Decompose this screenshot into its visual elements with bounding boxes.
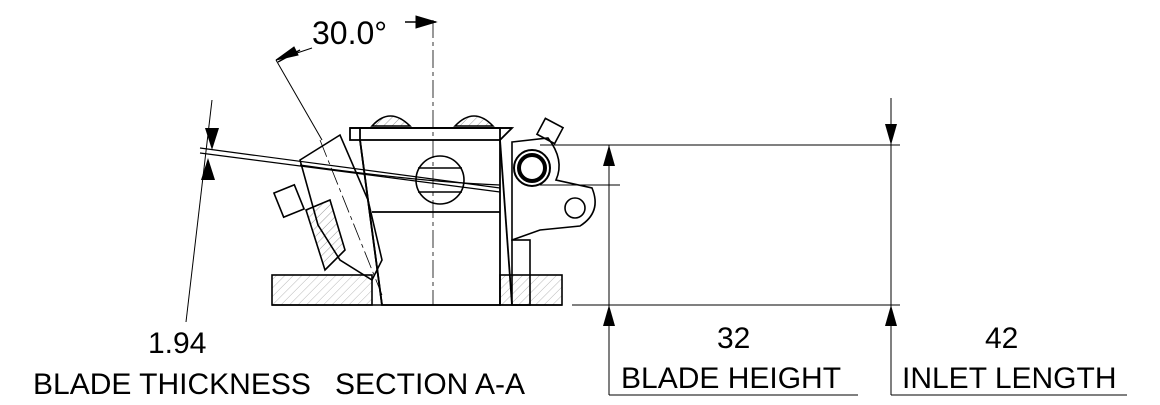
thickness-dimension [185, 99, 219, 323]
centerlines [319, 20, 434, 305]
angle-dimension [275, 15, 438, 141]
inlet-label: INLET LENGTH [902, 362, 1117, 395]
height-value: 32 [717, 322, 750, 355]
thickness-value: 1.94 [148, 327, 206, 360]
section-label: SECTION A-A [335, 368, 525, 401]
height-label: BLADE HEIGHT [621, 362, 841, 395]
blade-holder [272, 133, 383, 282]
housing-body [349, 127, 515, 306]
blade [199, 147, 501, 193]
cap-screw-left [370, 115, 412, 127]
inlet-dimension [600, 98, 1127, 396]
height-dimension [540, 144, 900, 396]
lever-arm [511, 117, 596, 306]
thickness-label: BLADE THICKNESS [33, 368, 311, 401]
base-flange [271, 274, 563, 306]
cap-screw-right [453, 115, 495, 127]
center-pin [415, 155, 465, 205]
inlet-value: 42 [985, 322, 1018, 355]
angle-value: 30.0° [312, 15, 387, 51]
